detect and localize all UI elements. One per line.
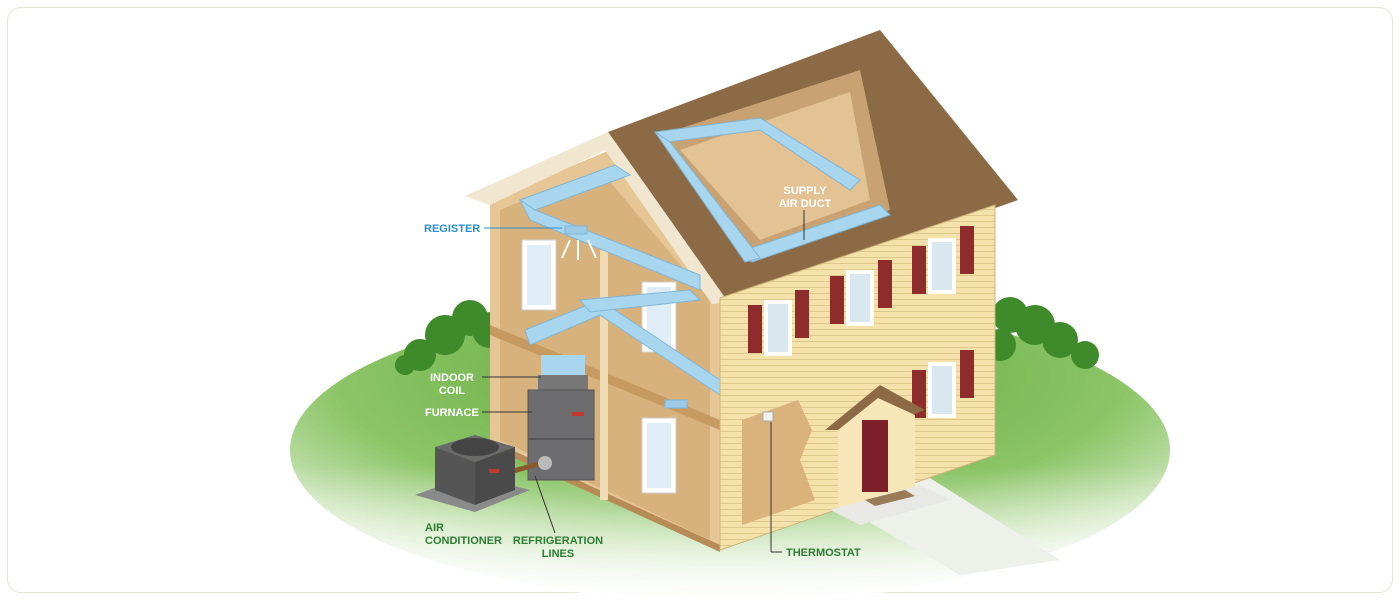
label-indoor-coil-line1: INDOOR <box>430 372 474 384</box>
front-door <box>862 420 888 492</box>
leader-lines <box>482 210 805 553</box>
label-supply-air-duct-line1: SUPPLY <box>783 185 827 197</box>
label-air-conditioner-line1: AIR <box>425 522 444 534</box>
label-thermostat: THERMOSTAT <box>786 547 861 559</box>
house-facade <box>719 204 996 551</box>
label-air-conditioner-line2: CONDITIONER <box>425 535 502 547</box>
supply-air-duct <box>518 117 891 409</box>
thermostat-device <box>762 411 774 422</box>
front-porch <box>825 385 950 525</box>
label-register: REGISTER <box>424 223 480 235</box>
facade-windows <box>748 226 974 418</box>
airflow-arrows <box>561 239 597 260</box>
label-supply-air-duct-line2: AIR DUCT <box>779 198 832 210</box>
refrigeration-lines <box>509 456 552 475</box>
label-indoor-coil-line2: COIL <box>439 385 466 397</box>
label-refrigeration-lines-line1: REFRIGERATION <box>513 535 603 547</box>
air-conditioner-unit <box>415 435 530 512</box>
label-furnace: FURNACE <box>425 407 479 419</box>
label-refrigeration-lines-line2: LINES <box>542 548 574 560</box>
